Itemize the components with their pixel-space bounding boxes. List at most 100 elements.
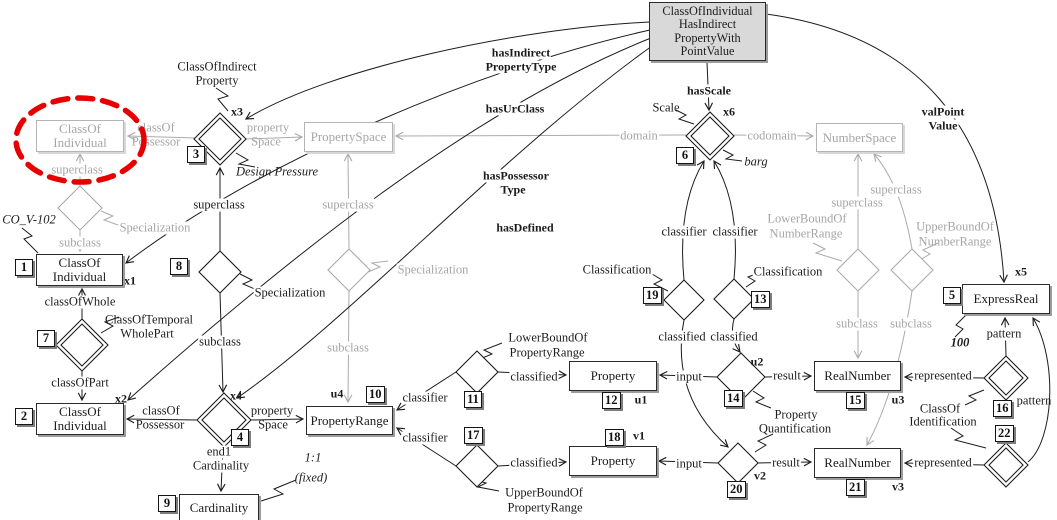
label-v3: v3	[892, 479, 904, 494]
badge-6: 6	[676, 147, 694, 164]
node-box-label: NumberSpace	[822, 129, 897, 145]
label-specialization: Specialization	[253, 285, 327, 300]
diamond-quantification-v2	[717, 442, 759, 484]
label-result: result	[772, 368, 802, 383]
label-hasindirect: hasIndirect	[490, 45, 552, 60]
edge-connector	[682, 159, 705, 281]
node-box-label: PointValue	[680, 44, 735, 58]
callout-zigzag	[954, 313, 968, 338]
diamond-specialization-gray-left	[57, 185, 103, 231]
label-x1: x1	[124, 273, 136, 288]
label-classifier: classifier	[711, 224, 759, 239]
node-box-label: RealNumber	[824, 368, 891, 383]
label-end1: end1	[205, 444, 233, 459]
badge-3: 3	[187, 146, 205, 163]
label-classifier: classifier	[401, 390, 449, 405]
badge-13: 13	[751, 291, 770, 308]
callout-zigzag	[472, 342, 503, 363]
edge-connector	[713, 159, 736, 280]
callout-zigzag	[260, 479, 297, 502]
label-subclass: subclass	[835, 316, 879, 331]
label-result: result	[771, 455, 801, 470]
node-box-label: ClassOf	[58, 255, 101, 270]
label-scale: Scale	[652, 100, 680, 115]
badge-14: 14	[724, 390, 743, 407]
label-represented: represented	[913, 455, 973, 470]
badge-5: 5	[943, 287, 961, 304]
badge-17: 17	[464, 427, 483, 444]
label-co-v-102: CO_V-102	[2, 212, 56, 227]
label-hasscale: hasScale	[685, 83, 733, 98]
label-classification: Classification	[581, 262, 653, 277]
node-box-label: Individual	[52, 269, 107, 284]
label-x3: x3	[231, 104, 243, 119]
node-box-property-v1: Property	[569, 446, 657, 476]
label-identification: Identification	[909, 414, 977, 429]
node-box-label: Individual	[53, 418, 107, 433]
label-space: Space	[251, 134, 281, 149]
label-classified: classified	[709, 329, 759, 344]
callout-zigzag	[471, 478, 500, 492]
diamond-classification-19	[663, 279, 705, 321]
label-classof: ClassOf	[919, 401, 961, 416]
badge-21: 21	[846, 479, 865, 496]
callout-zigzag	[964, 389, 985, 406]
node-box-propertyrange: PropertyRange	[306, 406, 393, 435]
label-design-pressure: Design Pressure	[235, 164, 319, 179]
label-subclass: subclass	[198, 334, 242, 349]
label-value: Value	[927, 118, 959, 133]
edge-connector	[236, 45, 653, 399]
label-classified: classified	[657, 329, 707, 344]
node-box-label: PropertySpace	[310, 129, 387, 144]
badge-7: 7	[37, 330, 55, 347]
node-box-expressreal: ExpressReal	[962, 284, 1050, 314]
label-x5: x5	[1015, 264, 1027, 279]
node-box-label: ClassOfIndividual	[662, 3, 753, 18]
badge-18: 18	[605, 429, 624, 446]
diamond-lowerbound-numberrange	[836, 248, 880, 292]
node-box-property-u1: Property	[569, 361, 657, 391]
node-box-numberspace: NumberSpace	[816, 123, 903, 152]
badge-10: 10	[366, 386, 385, 403]
label-classifier: classifier	[401, 430, 449, 445]
node-box-label: Property	[590, 368, 636, 383]
label-type: Type	[499, 182, 527, 197]
label-classof: classOf	[142, 403, 180, 418]
label-specialization: Specialization	[118, 220, 192, 235]
label-superclass: superclass	[50, 162, 104, 177]
label-domain: domain	[619, 128, 659, 143]
label-hasdefined: hasDefined	[495, 220, 555, 235]
callout-zigzag	[754, 433, 774, 453]
diamond-relationship-16	[988, 360, 1024, 396]
label-barg: barg	[744, 154, 768, 169]
label-classified: classified	[509, 369, 559, 384]
node-box-cardinality: Cardinality	[179, 494, 259, 520]
label-property: property	[250, 403, 294, 418]
callout-zigzag	[812, 242, 843, 262]
label-codomain: codomain	[746, 128, 798, 143]
label-classifier: classifier	[660, 224, 708, 239]
node-box-label: PropertyWith	[674, 30, 741, 45]
diamond-relationship-22	[983, 442, 1029, 488]
diamond-classification-13	[713, 278, 755, 320]
diamond-specialization-gray-mid	[327, 248, 371, 292]
callout-zigzag	[950, 427, 987, 449]
node-box-label: PropertyRange	[310, 412, 389, 428]
label-subclass: subclass	[58, 235, 102, 250]
label-property: Property	[774, 407, 818, 422]
edge-connector	[1027, 316, 1051, 463]
label-possessor: Possessor	[131, 134, 181, 149]
label-propertyrange: PropertyRange	[509, 345, 585, 360]
label-u4: u4	[330, 386, 344, 401]
label-hasurclass: hasUrClass	[484, 101, 546, 116]
node-box-label: Individual	[53, 135, 107, 150]
badge-1: 1	[15, 259, 33, 276]
node-box-propertyspace: PropertySpace	[304, 122, 393, 152]
label-x6: x6	[723, 104, 735, 119]
label-subclass: subclass	[889, 316, 933, 331]
label-superclass: superclass	[321, 197, 375, 212]
label-specialization: Specialization	[396, 262, 470, 277]
badge-12: 12	[602, 392, 621, 409]
